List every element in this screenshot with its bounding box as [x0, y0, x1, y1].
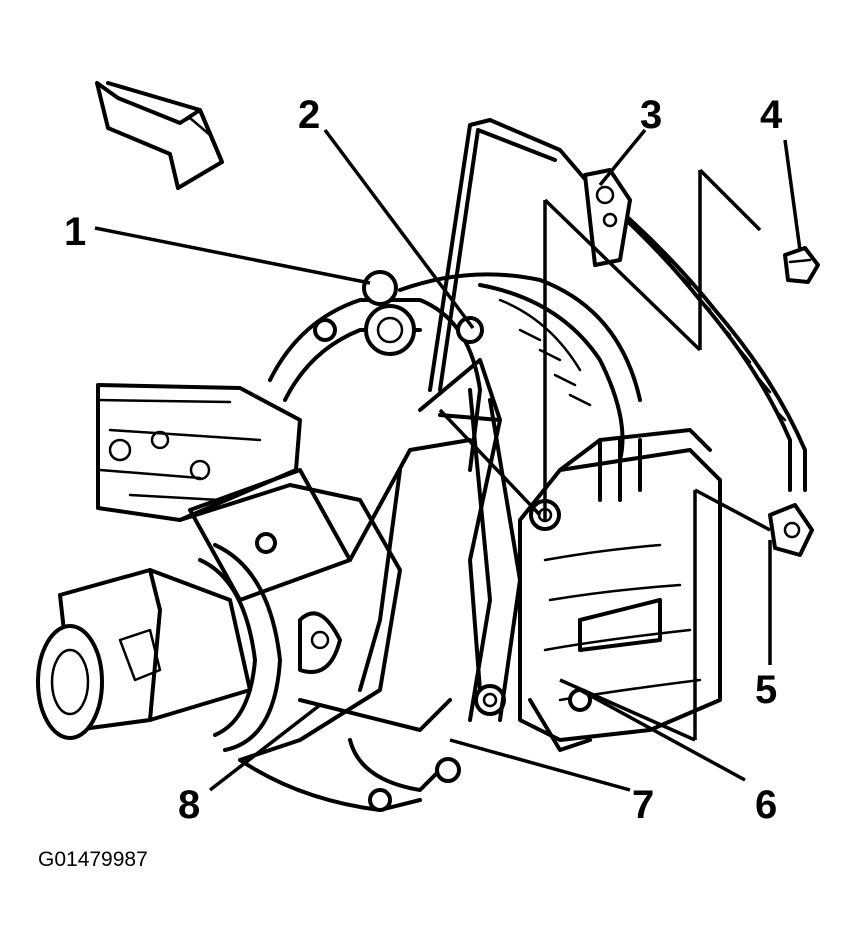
- figure-id: G01479987: [38, 848, 148, 871]
- exploded-view-lines: [543, 168, 771, 742]
- brake-caliper: [518, 428, 722, 752]
- callout-2: 2: [298, 93, 320, 137]
- callout-8: 8: [178, 783, 200, 827]
- callout-3: 3: [640, 93, 662, 137]
- callout-5: 5: [755, 668, 777, 712]
- callout-4: 4: [760, 93, 783, 137]
- leader-2: [323, 128, 475, 330]
- leader-1: [94, 226, 371, 285]
- banjo-bolt: [783, 246, 820, 284]
- steering-knuckle: [178, 270, 484, 812]
- callout-1: 1: [64, 210, 86, 254]
- leader-3: [598, 128, 647, 187]
- leader-6: [579, 688, 746, 782]
- leader-8: [208, 703, 322, 792]
- callout-6: 6: [755, 783, 777, 827]
- leader-2b: [438, 408, 542, 517]
- callout-leaders: [94, 128, 802, 792]
- leader-4: [783, 139, 802, 251]
- caliper-bracket: [348, 358, 506, 716]
- drive-shaft-stub: [36, 543, 282, 752]
- axle-housing: [96, 383, 302, 522]
- callout-7: 7: [632, 783, 654, 827]
- callout-labels: 1 2 3 4 5 6 7 8: [64, 93, 783, 827]
- leader-7: [449, 738, 631, 792]
- forward-arrow-icon: [95, 81, 224, 190]
